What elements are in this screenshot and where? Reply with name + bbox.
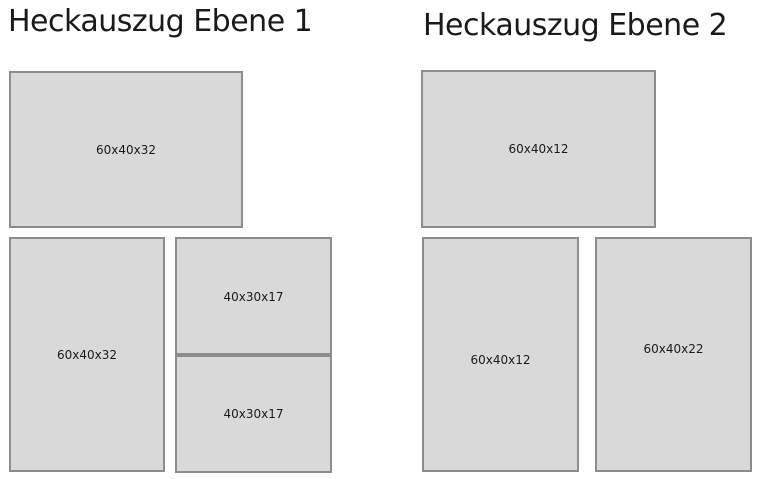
box-label: 60x40x32 xyxy=(56,347,117,362)
box-label: 60x40x12 xyxy=(508,142,569,156)
level-1-box-bottom-left: 60x40x32 xyxy=(9,237,165,472)
level-1-box-bottom-right-lower: 40x30x17 xyxy=(175,353,332,473)
box-label: 60x40x32 xyxy=(95,142,156,157)
level-2-box-bottom-left: 60x40x12 xyxy=(422,237,579,472)
level-2-title: Heckauszug Ebene 2 xyxy=(423,8,728,43)
box-label: 40x30x17 xyxy=(223,407,284,421)
box-label: 60x40x22 xyxy=(643,341,704,356)
level-2-box-top: 60x40x12 xyxy=(421,70,656,228)
level-1-box-bottom-right-upper: 40x30x17 xyxy=(175,237,332,356)
level-1-title: Heckauszug Ebene 1 xyxy=(8,4,313,39)
level-1-box-top: 60x40x32 xyxy=(9,71,243,228)
box-label: 60x40x12 xyxy=(470,352,531,367)
box-label: 40x30x17 xyxy=(223,289,284,304)
level-2-box-bottom-right: 60x40x22 xyxy=(595,237,752,472)
